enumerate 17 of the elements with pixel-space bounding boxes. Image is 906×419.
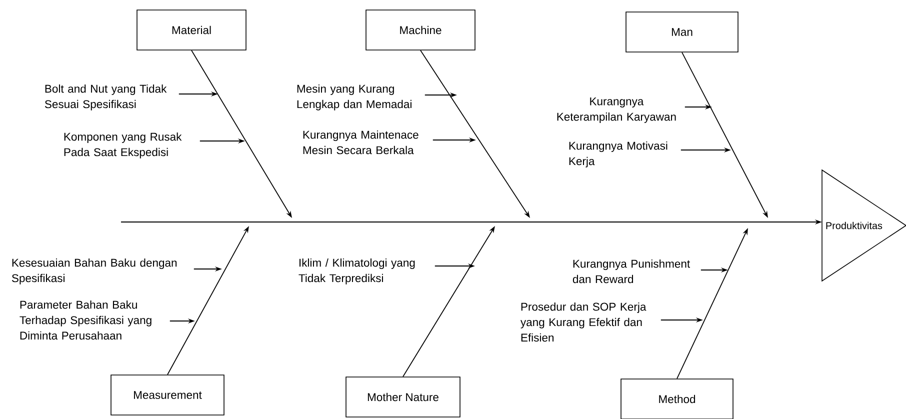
cause-text: Mesin yang Kurang Lengkap dan Memadai [297,84,412,110]
category-box: Method [620,378,734,419]
cause-text: Parameter Bahan Baku Terhadap Spesifikasi yang Diminta Perusahaan [20,300,152,340]
category-box: Material [136,10,246,50]
cause-text: Kurangnya Motivasi Kerja [569,141,668,168]
cause-text: Kurangnya Maintenace Mesin Secara Berkala [303,130,418,154]
cause-text: Kurangnya Keterampilan Karyawan [557,97,676,123]
category-box: Measurement [110,374,224,416]
category-box: Machine [366,10,476,50]
category-box: Man [626,12,738,52]
cause-text: Iklim / Klimatologi yang Tidak Terprediksi [298,258,415,284]
cause-text: Kesesuaian Bahan Baku dengan Spesifikasi [12,258,177,284]
cause-text: Kurangnya Punishment dan Reward [572,259,690,284]
category-box: Mother Nature [346,376,460,418]
cause-text: Bolt and Nut yang Tidak Sesuai Spesifikasi [44,84,167,110]
cause-text: Komponen yang Rusak Pada Saat Ekspedisi [64,132,182,158]
cause-text: Prosedur dan SOP Kerja yang Kurang Efektif dan Efisien [520,302,646,342]
